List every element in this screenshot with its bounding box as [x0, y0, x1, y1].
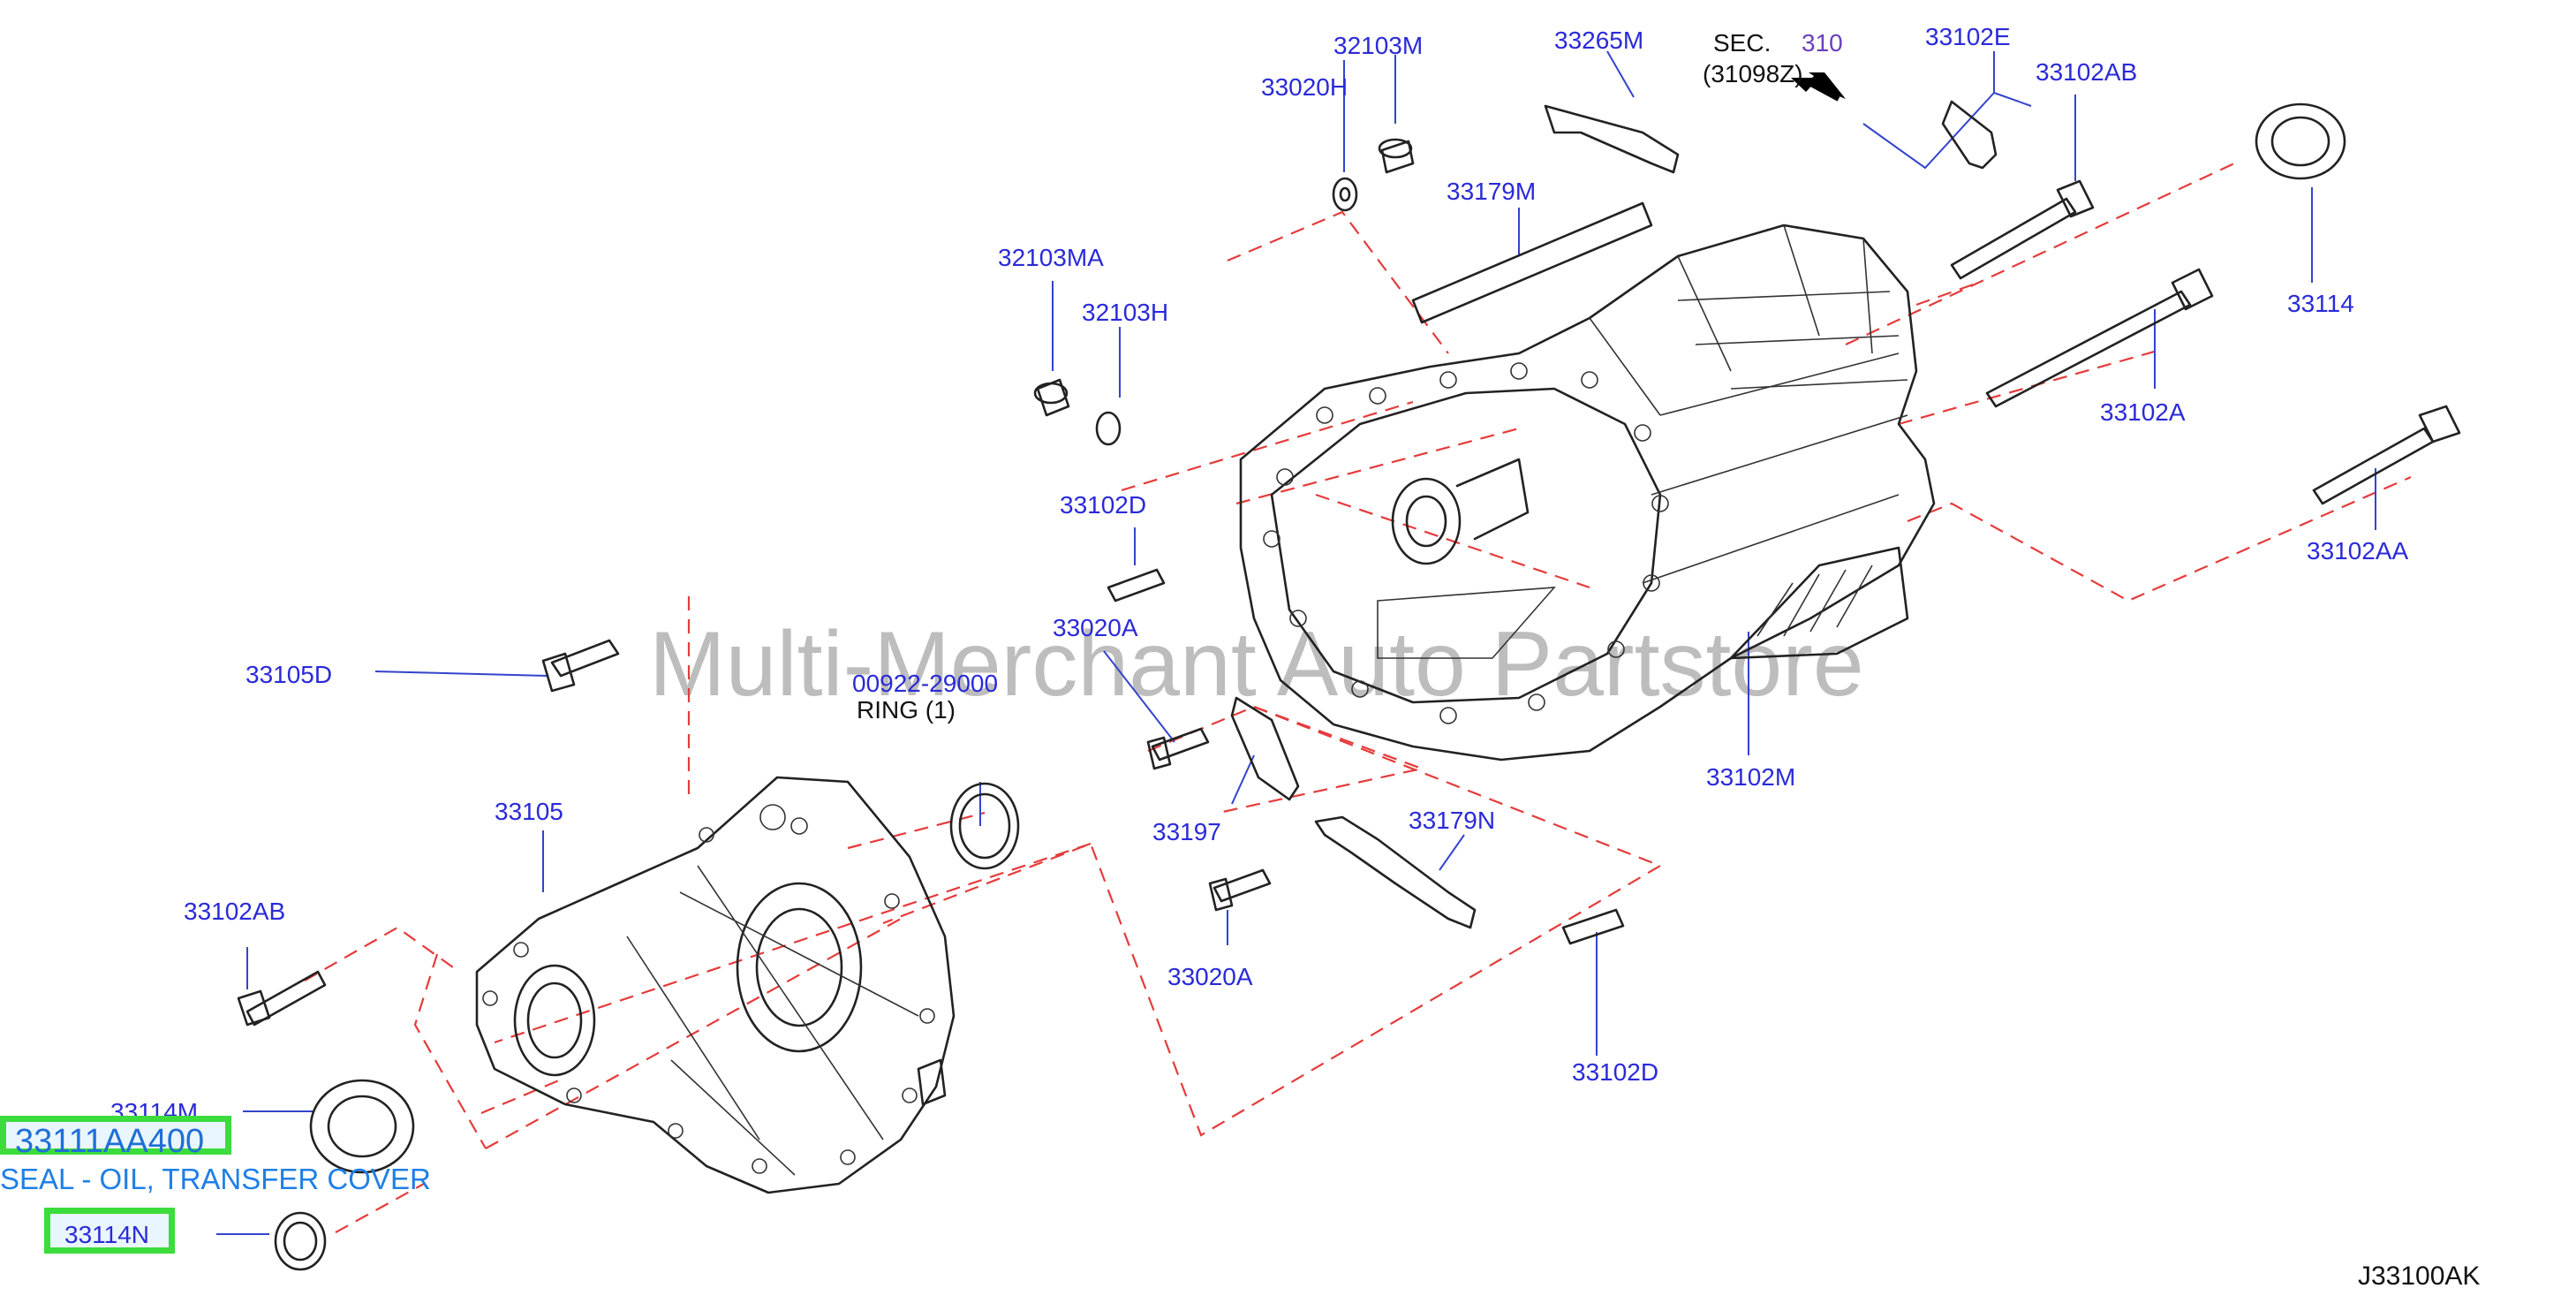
sec-reference: (31098Z) [1703, 60, 1803, 87]
washer-33020h [1332, 177, 1358, 212]
ring-part-number[interactable]: 00922-29000 [852, 670, 999, 697]
highlight-part-number[interactable]: 33111AA400 [0, 1116, 231, 1158]
sec-number[interactable]: 310 [1802, 29, 1843, 57]
label-33102a[interactable]: 33102A [2100, 398, 2186, 426]
label-33102d-top[interactable]: 33102D [1060, 491, 1147, 519]
bracket-33179n [1314, 815, 1477, 929]
bolt-33020a-top [1151, 727, 1210, 762]
sensor-33102e [1941, 100, 1998, 170]
label-33102aa[interactable]: 33102AA [2307, 537, 2409, 565]
label-33102ab-left[interactable]: 33102AB [184, 898, 286, 925]
label-33114[interactable]: 33114 [2287, 290, 2354, 317]
ring-label: RING (1) [857, 696, 956, 724]
label-32103m[interactable]: 32103M [1333, 32, 1424, 59]
label-32103h[interactable]: 32103H [1082, 299, 1169, 326]
highlight-description: SEAL - OIL, TRANSFER COVER [0, 1163, 431, 1195]
ring-00922-29000 [949, 782, 1020, 870]
label-33105[interactable]: 33105 [495, 798, 563, 825]
label-33265m[interactable]: 33265M [1554, 27, 1644, 54]
label-33102d-bottom[interactable]: 33102D [1572, 1058, 1659, 1086]
transfer-cover [475, 776, 956, 1194]
label-33179n[interactable]: 33179N [1409, 807, 1496, 834]
washer-32103h [1095, 411, 1122, 446]
bolt-33105d [550, 639, 620, 678]
sec-reference-arrow [1791, 72, 1846, 102]
label-33105d[interactable]: 33105D [246, 661, 333, 688]
label-33020a-bottom[interactable]: 33020A [1167, 963, 1253, 990]
seal-33114 [2255, 102, 2346, 180]
label-33102ab-top[interactable]: 33102AB [2036, 58, 2138, 86]
seal-33114n [274, 1211, 327, 1271]
bolt-33102aa [2312, 427, 2435, 505]
flange-bolt-holes [1263, 362, 1669, 724]
label-33020a-top[interactable]: 33020A [1053, 614, 1138, 641]
plug-32103m [1380, 140, 1415, 174]
leader-lines [216, 50, 2376, 1235]
sec-prefix: SEC. [1713, 29, 1771, 57]
pin-33102d-top [1107, 568, 1166, 602]
watermark: Multi-Merchant Auto Partstore [649, 613, 1864, 716]
label-32103ma[interactable]: 32103MA [998, 244, 1104, 271]
plate-33179m [1411, 201, 1653, 324]
label-33179m[interactable]: 33179M [1447, 178, 1537, 205]
small-parts [237, 100, 2461, 1271]
highlight-ref[interactable]: 33114N [44, 1208, 175, 1254]
label-33102m[interactable]: 33102M [1706, 763, 1796, 791]
bolt-33102ab-left [246, 970, 327, 1027]
gasket-33197 [1230, 696, 1300, 801]
label-33102e[interactable]: 33102E [1925, 23, 2011, 50]
bolt-33102ab-top [1950, 197, 2077, 280]
bolt-33102a [1985, 290, 2192, 408]
pin-33102d-bottom [1561, 908, 1625, 945]
label-33197[interactable]: 33197 [1152, 818, 1221, 845]
label-33020h[interactable]: 33020H [1261, 73, 1348, 101]
transfer-case-main [1239, 224, 1936, 762]
bracket-33265m [1544, 104, 1680, 174]
bolt-33020a-bottom [1212, 868, 1272, 903]
assembly-guide-lines [304, 163, 2412, 1233]
seal-33114m [309, 1079, 415, 1174]
diagram-code: J33100AK [2358, 1262, 2481, 1291]
